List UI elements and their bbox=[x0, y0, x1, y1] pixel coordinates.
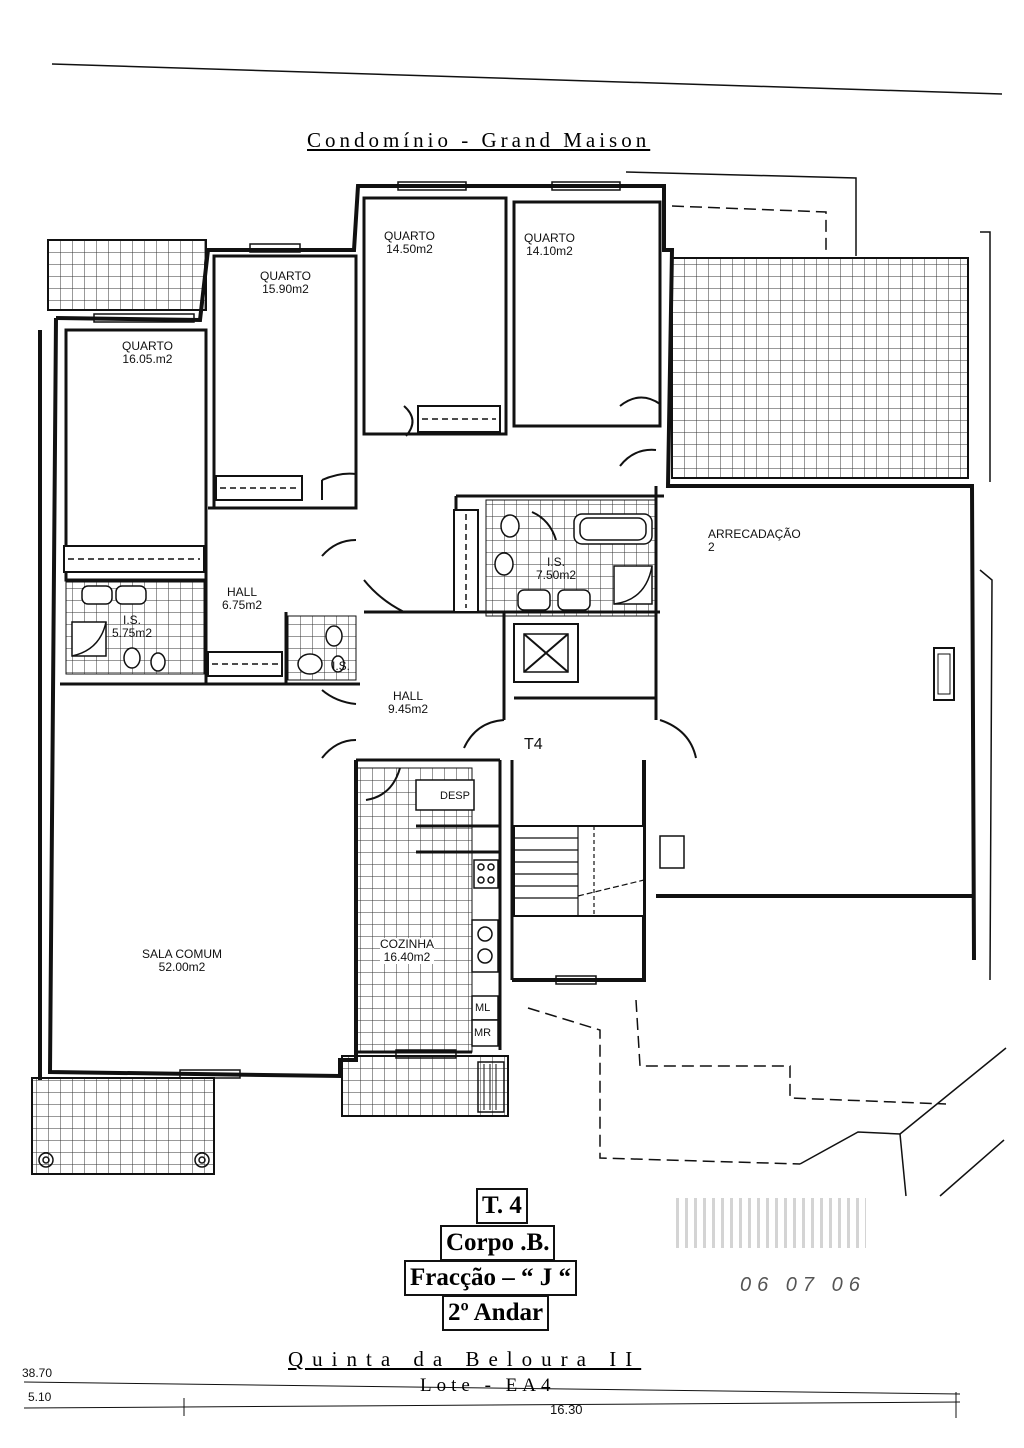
room-area: 5.75m2 bbox=[112, 626, 153, 640]
kitchen-floor bbox=[355, 767, 473, 1053]
terrace-right bbox=[671, 257, 969, 479]
room-name: QUARTO bbox=[260, 269, 311, 283]
room-is-3: I.S. bbox=[332, 660, 350, 673]
condominium-title: Condomínio - Grand Maison bbox=[307, 128, 651, 152]
room-area: 15.90m2 bbox=[262, 282, 309, 296]
unit-type-label: T4 bbox=[524, 736, 543, 753]
left-value-1: 38.70 bbox=[22, 1366, 53, 1380]
room-cozinha: COZINHA 16.40m2 bbox=[380, 938, 434, 964]
balcony-top-left bbox=[47, 239, 207, 311]
info-box-andar: 2º Andar bbox=[442, 1295, 550, 1331]
room-name: I.S. bbox=[332, 659, 351, 673]
mr-label: MR bbox=[474, 1027, 492, 1039]
project-title: Quinta da Beloura II bbox=[288, 1347, 642, 1371]
dimension-label: 16.30 bbox=[550, 1402, 583, 1417]
room-name: QUARTO bbox=[122, 339, 173, 353]
room-arrecadacao: ARRECADAÇÃO 2 bbox=[708, 528, 801, 554]
room-area: 16.40m2 bbox=[383, 950, 431, 964]
info-box-fraccao: Fracção – “ J “ bbox=[404, 1260, 578, 1296]
lote-label: Lote - EA4 bbox=[420, 1375, 556, 1396]
room-number: 2 bbox=[708, 540, 715, 554]
room-is-1: I.S. 5.75m2 bbox=[112, 614, 152, 640]
room-area: 14.50m2 bbox=[386, 242, 433, 256]
room-quarto-1: QUARTO 16.05.m2 bbox=[122, 340, 173, 366]
room-area: 9.45m2 bbox=[388, 702, 429, 716]
desp-box bbox=[415, 779, 475, 811]
stamp-date: 06 07 06 bbox=[740, 1274, 866, 1296]
room-hall-1: HALL 6.75m2 bbox=[222, 586, 262, 612]
room-hall-2: HALL 9.45m2 bbox=[388, 690, 428, 716]
info-box-type: T. 4 bbox=[476, 1188, 528, 1224]
room-is-2: I.S. 7.50m2 bbox=[536, 556, 576, 582]
left-value-2: 5.10 bbox=[28, 1390, 52, 1404]
room-quarto-3: QUARTO 14.50m2 bbox=[384, 230, 435, 256]
room-name: HALL bbox=[393, 689, 424, 703]
room-area: 6.75m2 bbox=[222, 598, 263, 612]
room-name: HALL bbox=[227, 585, 258, 599]
room-area: 7.50m2 bbox=[536, 568, 577, 582]
room-name: SALA COMUM bbox=[142, 947, 223, 961]
room-sala-comum: SALA COMUM 52.00m2 bbox=[142, 948, 222, 974]
room-name: ARRECADAÇÃO bbox=[708, 527, 801, 541]
info-box-corpo: Corpo .B. bbox=[440, 1225, 556, 1261]
room-name: I.S. bbox=[123, 613, 142, 627]
room-quarto-4: QUARTO 14.10m2 bbox=[524, 232, 575, 258]
balcony-bottom-left bbox=[31, 1077, 215, 1175]
room-name: QUARTO bbox=[384, 229, 435, 243]
room-area: 14.10m2 bbox=[526, 244, 573, 258]
room-area: 16.05.m2 bbox=[122, 352, 173, 366]
balcony-bottom-center bbox=[341, 1055, 509, 1117]
ml-label: ML bbox=[475, 1002, 491, 1014]
stamp-mark bbox=[676, 1198, 866, 1248]
room-quarto-2: QUARTO 15.90m2 bbox=[260, 270, 311, 296]
room-name: QUARTO bbox=[524, 231, 575, 245]
room-name: COZINHA bbox=[380, 937, 434, 951]
room-name: I.S. bbox=[547, 555, 566, 569]
desp-label: DESP bbox=[440, 790, 470, 802]
room-area: 52.00m2 bbox=[158, 960, 206, 974]
